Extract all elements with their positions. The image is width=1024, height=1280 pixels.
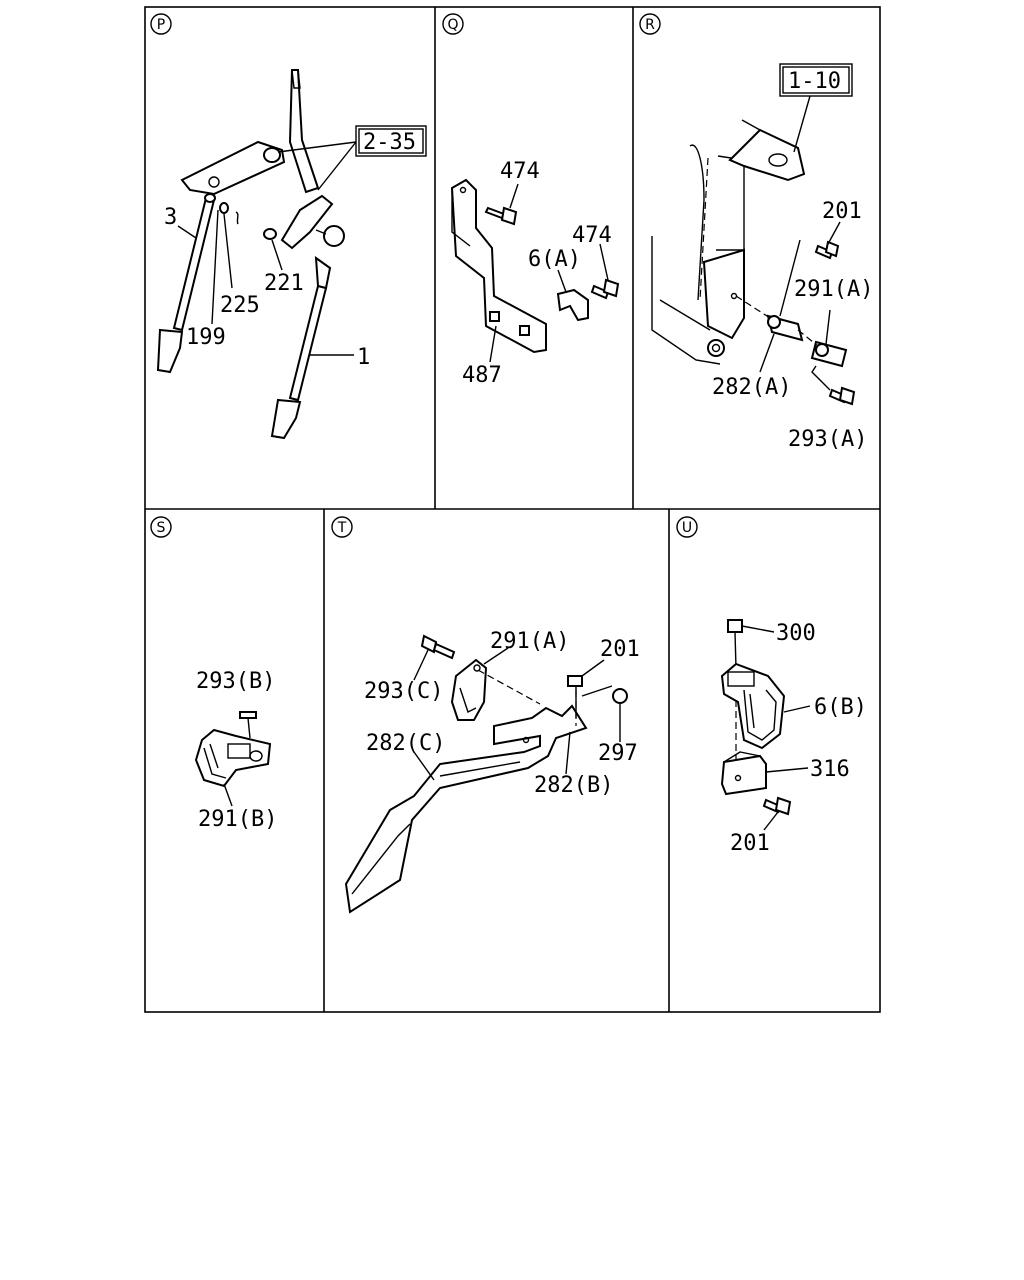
panel-t-drawing	[344, 634, 628, 914]
panel-letter-r: R	[639, 13, 661, 35]
refbox-2-35: 2-35	[363, 130, 416, 155]
part-293b: 293(B)	[196, 669, 275, 694]
part-201-u: 201	[730, 831, 770, 856]
part-293c: 293(C)	[364, 679, 443, 704]
part-293a: 293(A)	[788, 427, 867, 452]
svg-text:Q: Q	[447, 17, 458, 33]
part-6b: 6(B)	[814, 695, 867, 720]
part-474-right: 474	[572, 223, 612, 248]
part-201-t: 201	[600, 637, 640, 662]
svg-text:T: T	[337, 520, 347, 536]
panel-letter-p: P	[150, 13, 172, 35]
part-487: 487	[462, 363, 502, 388]
part-291b: 291(B)	[198, 807, 277, 832]
refbox-1-10: 1-10	[788, 69, 841, 94]
panel-letter-u: U	[676, 516, 698, 538]
svg-text:P: P	[157, 17, 165, 33]
part-474-top: 474	[500, 159, 540, 184]
part-1: 1	[357, 345, 370, 370]
svg-text:R: R	[645, 17, 655, 33]
part-6a: 6(A)	[528, 247, 581, 272]
panel-r-drawing	[651, 63, 856, 406]
panel-s-drawing	[194, 711, 272, 807]
part-291a-t: 291(A)	[490, 629, 569, 654]
part-300: 300	[776, 621, 816, 646]
panel-frames	[144, 6, 881, 1013]
part-3: 3	[164, 205, 177, 230]
panel-letter-s: S	[150, 516, 172, 538]
part-201-r: 201	[822, 199, 862, 224]
panel-u-drawing	[720, 619, 811, 831]
panel-letter-t: T	[331, 516, 353, 538]
part-297: 297	[598, 741, 638, 766]
panel-letter-q: Q	[442, 13, 464, 35]
part-282b: 282(B)	[534, 773, 613, 798]
part-199: 199	[186, 325, 226, 350]
part-221: 221	[264, 271, 304, 296]
part-291a-r: 291(A)	[794, 277, 873, 302]
svg-text:S: S	[157, 520, 166, 536]
panel-p-drawing	[156, 69, 427, 440]
part-282a: 282(A)	[712, 375, 791, 400]
svg-text:U: U	[682, 520, 692, 536]
part-225: 225	[220, 293, 260, 318]
part-316: 316	[810, 757, 850, 782]
panel-q-drawing	[450, 178, 620, 363]
part-282c: 282(C)	[366, 731, 445, 756]
